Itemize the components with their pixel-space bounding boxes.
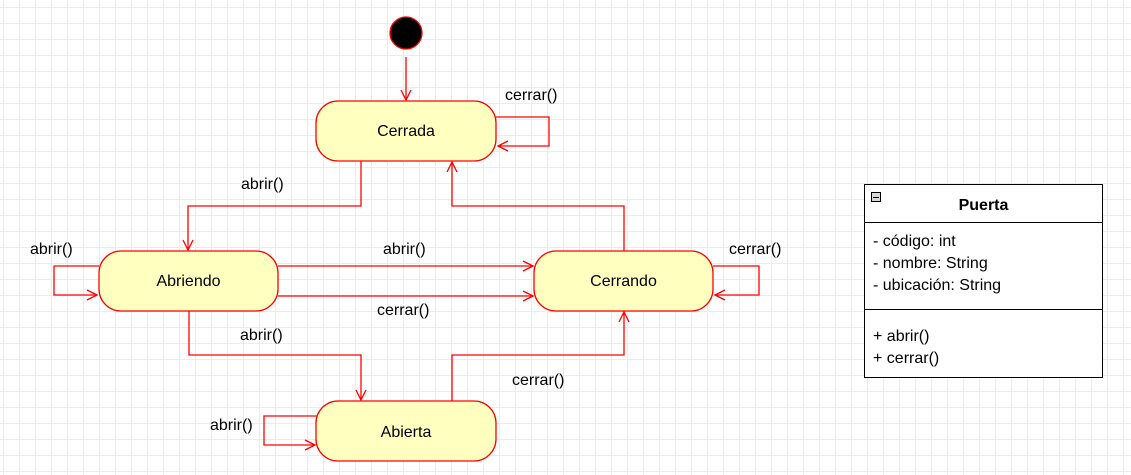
state-abriendo-label: Abriendo	[156, 273, 220, 290]
abierta-to-cerrando-label: cerrar()	[512, 372, 564, 389]
collapse-minus-icon[interactable]	[871, 192, 881, 202]
abriendo-to-abierta-transition[interactable]	[188, 311, 361, 400]
class-operation: + abrir()	[873, 328, 930, 345]
class-attribute: - ubicación: String	[873, 277, 1002, 294]
initial-state-node[interactable]	[389, 16, 423, 50]
cerrada-self-transition[interactable]	[496, 116, 550, 146]
state-abierta[interactable]: Abierta	[315, 400, 497, 462]
state-cerrada[interactable]: Cerrada	[315, 100, 497, 162]
abierta-self-label: abrir()	[210, 417, 253, 434]
state-cerrada-label: Cerrada	[377, 123, 435, 140]
state-cerrando-label: Cerrando	[590, 273, 657, 290]
class-name: Puerta	[958, 197, 1009, 214]
abriendo-to-cerrando-cerrar-label: cerrar()	[377, 302, 429, 319]
abierta-self-transition[interactable]	[263, 415, 317, 445]
state-abriendo[interactable]: Abriendo	[98, 250, 279, 312]
abriendo-self-transition[interactable]	[53, 265, 99, 295]
cerrada-to-abriendo-label: abrir()	[241, 176, 284, 193]
class-operation: + cerrar()	[873, 350, 940, 367]
abierta-to-cerrando-transition[interactable]	[451, 312, 624, 401]
abriendo-to-cerrando-abrir-label: abrir()	[383, 241, 426, 258]
abriendo-self-label: abrir()	[30, 241, 73, 258]
class-attributes: - código: int - nombre: String - ubicaci…	[865, 223, 1102, 310]
cerrada-self-label: cerrar()	[505, 87, 557, 104]
class-operations: + abrir() + cerrar()	[865, 310, 1102, 370]
class-attribute: - código: int	[873, 233, 956, 250]
class-header: Puerta	[865, 185, 1102, 223]
state-abierta-label: Abierta	[381, 424, 432, 441]
class-attribute: - nombre: String	[873, 255, 988, 272]
class-box-puerta[interactable]: Puerta - código: int - nombre: String - …	[864, 184, 1103, 378]
cerrando-self-transition[interactable]	[713, 265, 760, 295]
cerrando-self-label: cerrar()	[729, 241, 781, 258]
cerrada-to-abriendo-transition[interactable]	[188, 161, 362, 250]
cerrando-to-cerrada-transition[interactable]	[452, 162, 625, 251]
state-cerrando[interactable]: Cerrando	[533, 250, 714, 312]
abriendo-to-abierta-label: abrir()	[240, 327, 283, 344]
